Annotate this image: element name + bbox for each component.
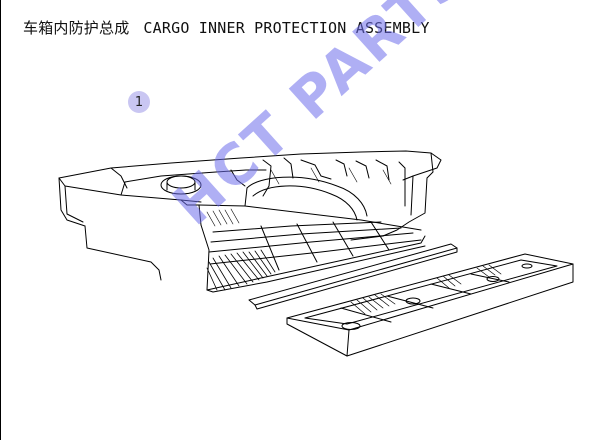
bed-liner: [58, 150, 442, 293]
tailgate-hatching: [350, 264, 502, 315]
tailgate-liner: [286, 253, 574, 357]
title-english: CARGO INNER PROTECTION ASSEMBLY: [143, 19, 430, 37]
sill-strip: [248, 243, 458, 310]
callout-number: 1: [128, 91, 150, 113]
page-title: 车箱内防护总成 CARGO INNER PROTECTION ASSEMBLY: [23, 17, 430, 38]
floor-hatching: [206, 249, 276, 291]
title-chinese: 车箱内防护总成: [23, 19, 130, 37]
